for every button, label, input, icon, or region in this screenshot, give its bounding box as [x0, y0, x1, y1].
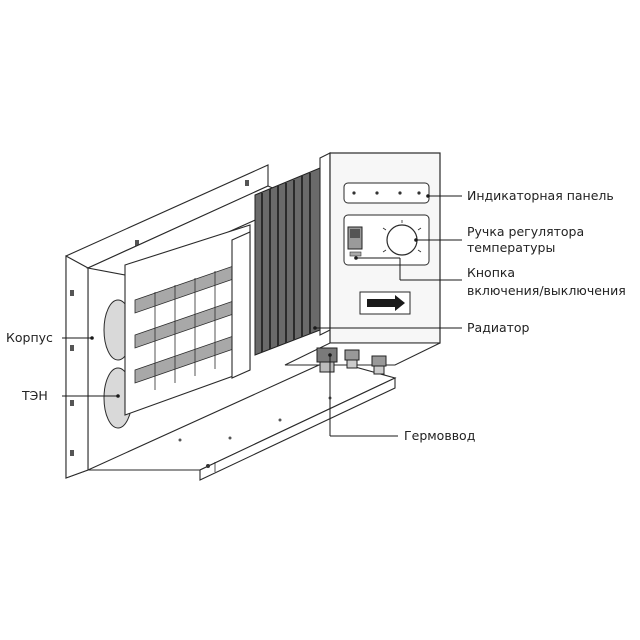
- label-heater: ТЭН: [21, 388, 48, 403]
- label-radiator: Радиатор: [467, 320, 530, 335]
- heater-grid: [134, 261, 246, 390]
- heater-elements: [103, 224, 251, 429]
- flange-holes: [70, 180, 249, 456]
- label-power-button-line2: включения/выключения: [467, 283, 626, 298]
- indicator-panel: [343, 182, 430, 204]
- label-temp-knob-line1: Ручка регулятора: [467, 224, 584, 239]
- airflow-arrow-icon: [367, 295, 405, 311]
- radiator: [254, 167, 321, 356]
- temperature-knob: [386, 224, 418, 256]
- cable-glands: [316, 347, 387, 375]
- label-indicator-panel: Индикаторная панель: [467, 188, 614, 203]
- radiator-fins: [261, 173, 311, 352]
- label-power-button-line1: Кнопка: [467, 265, 515, 280]
- gland-main: [316, 347, 338, 363]
- labels: Индикаторная панель Ручка регулятора тем…: [6, 188, 626, 443]
- housing-flange-side: [65, 255, 89, 479]
- label-cable-gland: Гермоввод: [404, 428, 475, 443]
- leader-lines: [62, 194, 462, 437]
- label-housing: Корпус: [6, 330, 53, 345]
- label-temp-knob-line2: температуры: [467, 240, 555, 255]
